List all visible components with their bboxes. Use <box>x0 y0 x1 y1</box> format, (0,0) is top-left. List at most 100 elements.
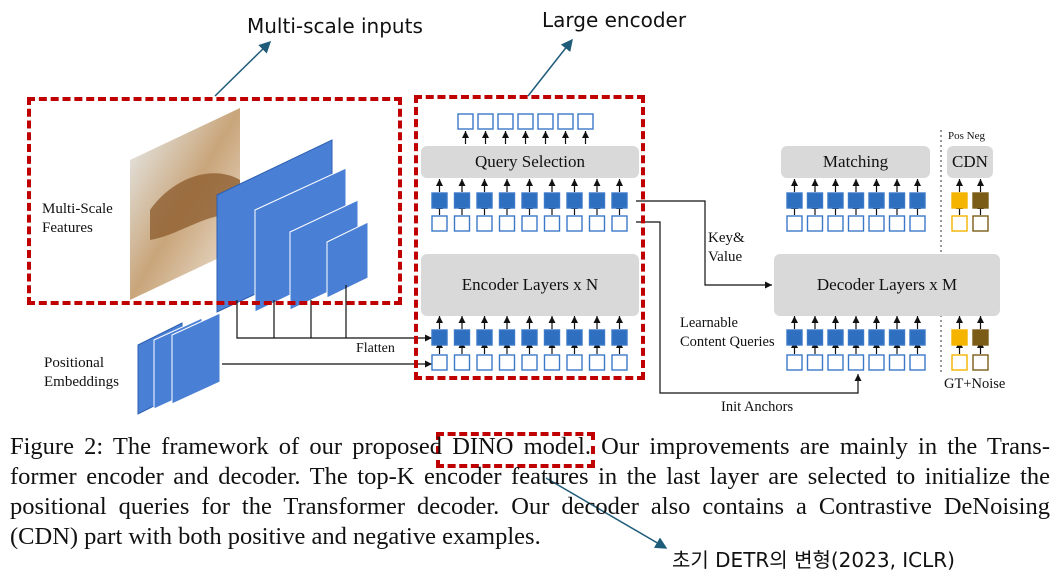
token-empty <box>827 215 844 232</box>
gt-noise-label: GT+Noise <box>944 376 1006 392</box>
token-filled <box>827 329 844 346</box>
positional-embeddings-label: Positional Embeddings <box>44 355 119 390</box>
token-empty <box>543 215 561 232</box>
token-filled <box>888 329 906 346</box>
dog-shape <box>150 173 240 240</box>
caption-highlight: DINO model. <box>452 433 591 460</box>
feature-map-4 <box>326 221 369 299</box>
figure-caption: Figure 2: The framework of our proposed … <box>10 432 1050 552</box>
caption-line-1: Figure 2: The framework of our proposed … <box>10 433 1050 460</box>
token-filled <box>521 192 538 209</box>
token-filled <box>476 192 493 209</box>
annotation-arrow-inputs <box>214 40 272 97</box>
token-filled <box>521 329 538 346</box>
token-filled <box>847 329 865 346</box>
token-filled <box>566 192 583 209</box>
learnable-queries-label: Learnable Content Queries <box>680 315 775 350</box>
token-empty <box>577 113 594 130</box>
token-filled <box>543 192 561 209</box>
token-empty <box>431 354 448 371</box>
token-empty <box>431 215 448 232</box>
annotation-arrow-model <box>545 477 668 549</box>
token-empty <box>497 113 514 130</box>
flatten-label: Flatten <box>356 341 395 356</box>
cdn-pos-token <box>951 329 968 346</box>
token-empty <box>477 113 494 130</box>
token-filled <box>498 192 516 209</box>
cdn-neg-token <box>972 215 989 232</box>
korean-note-annotation: 초기 DETR의 변형(2023, ICLR) <box>672 548 955 572</box>
large-encoder-annotation: Large encoder <box>542 8 687 32</box>
token-filled <box>909 192 926 209</box>
cdn-neg-token <box>972 354 989 371</box>
token-empty <box>517 113 534 130</box>
token-empty <box>847 215 865 232</box>
token-empty <box>909 354 926 371</box>
cdn-neg-token <box>972 329 989 346</box>
token-empty <box>521 354 538 371</box>
token-filled <box>888 192 906 209</box>
dino-model-highlight-box <box>436 432 595 468</box>
key-value-label: Key& Value <box>708 230 745 265</box>
token-empty <box>868 354 885 371</box>
token-filled <box>453 329 471 346</box>
key-value-line <box>636 200 772 289</box>
token-filled <box>786 192 803 209</box>
token-filled <box>498 329 516 346</box>
token-filled <box>431 329 448 346</box>
token-empty <box>498 354 516 371</box>
decoder-layers-block: Decoder Layers x M <box>774 254 1000 316</box>
token-empty <box>786 215 803 232</box>
cdn-pos-token <box>951 354 968 371</box>
token-filled <box>588 329 606 346</box>
token-filled <box>786 329 803 346</box>
query-selection-block: Query Selection <box>421 146 639 178</box>
token-empty <box>476 215 493 232</box>
token-filled <box>543 329 561 346</box>
multiscale-highlight-box <box>27 97 402 305</box>
token-empty <box>566 354 583 371</box>
token-filled <box>806 192 824 209</box>
token-empty <box>806 215 824 232</box>
token-empty <box>827 354 844 371</box>
multiscale-inputs-annotation: Multi-scale inputs <box>247 14 423 38</box>
token-empty <box>611 354 628 371</box>
cdn-neg-token <box>972 192 989 209</box>
token-filled <box>868 192 885 209</box>
annotation-arrow-encoder <box>527 38 573 97</box>
token-empty <box>611 215 628 232</box>
pos-neg-label: Pos Neg <box>948 130 985 142</box>
token-filled <box>611 192 628 209</box>
init-anchors-line <box>636 221 862 394</box>
token-empty <box>557 113 574 130</box>
cdn-pos-token <box>951 192 968 209</box>
encoder-layers-block: Encoder Layers x N <box>421 254 639 316</box>
token-filled <box>566 329 583 346</box>
pos-embed-3 <box>171 312 221 405</box>
token-filled <box>909 329 926 346</box>
token-empty <box>888 215 906 232</box>
cdn-pos-token <box>951 215 968 232</box>
token-empty <box>909 215 926 232</box>
token-filled <box>806 329 824 346</box>
token-empty <box>847 354 865 371</box>
token-empty <box>806 354 824 371</box>
token-empty <box>521 215 538 232</box>
caption-line-3: positional queries for the Transformer d… <box>10 493 1050 520</box>
caption-line-2: former encoder and decoder. The top-K en… <box>10 463 1050 490</box>
token-empty <box>537 113 554 130</box>
caption-line-4: (CDN) part with both positive and negati… <box>10 523 541 550</box>
token-filled <box>476 329 493 346</box>
token-layer <box>431 113 989 371</box>
token-empty <box>453 215 471 232</box>
init-anchors-label: Init Anchors <box>721 399 794 415</box>
token-empty <box>588 215 606 232</box>
token-empty <box>888 354 906 371</box>
token-filled <box>827 192 844 209</box>
token-filled <box>847 192 865 209</box>
token-empty <box>457 113 474 130</box>
token-empty <box>868 215 885 232</box>
token-filled <box>588 192 606 209</box>
token-filled <box>453 192 471 209</box>
